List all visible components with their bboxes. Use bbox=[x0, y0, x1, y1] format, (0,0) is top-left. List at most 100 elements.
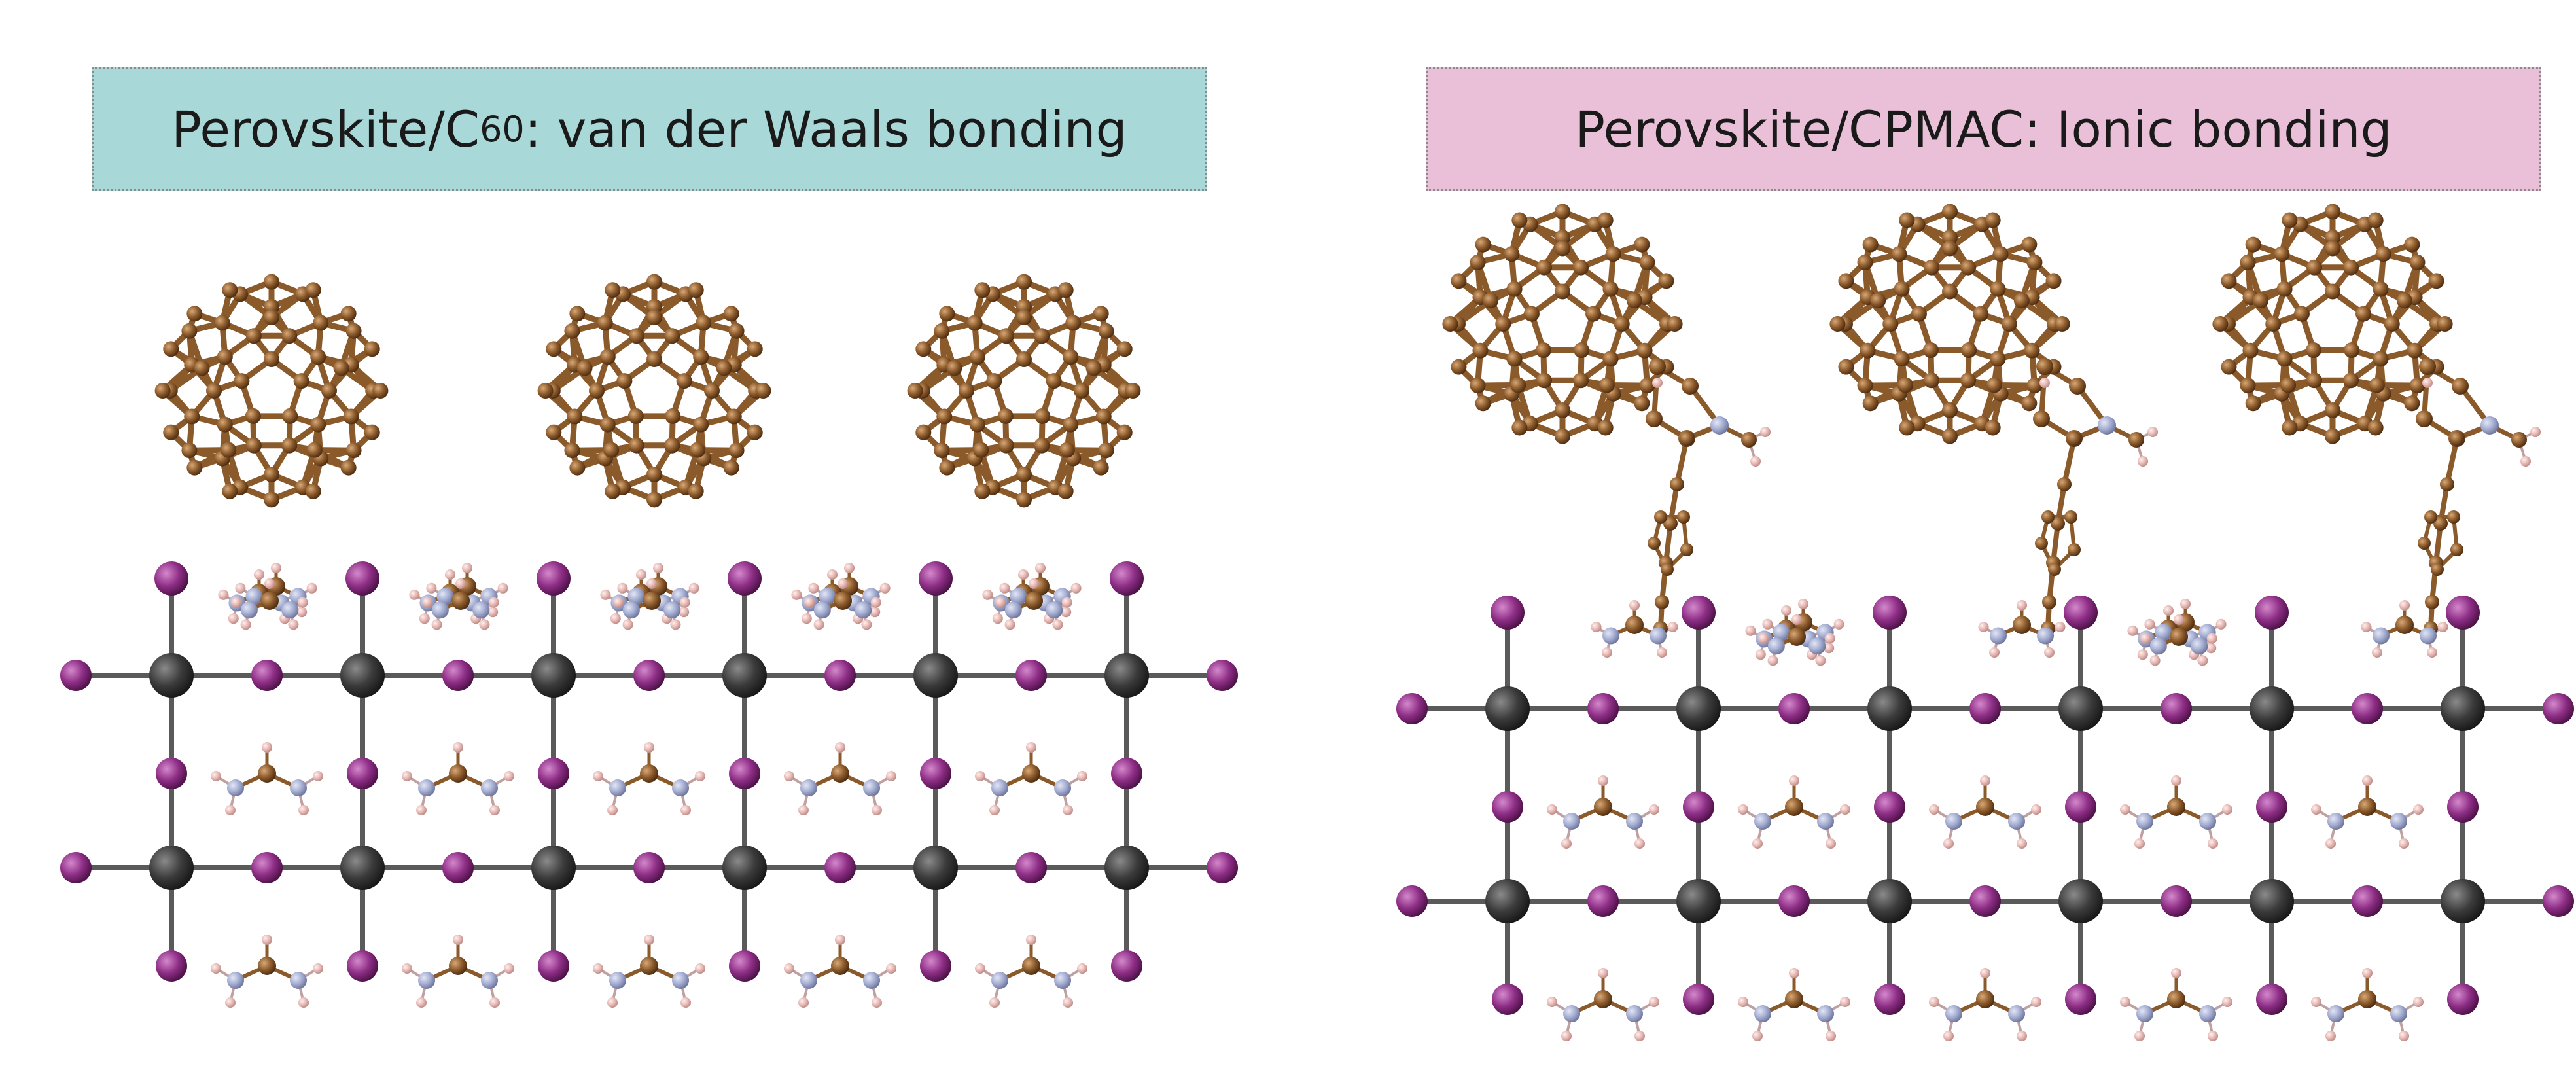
right-perovskite-cation-hydrogen-atom bbox=[2031, 804, 2041, 815]
right-perovskite-cation-hydrogen-atom bbox=[1634, 1031, 1645, 1041]
right-surface-cation-hydrogen-atom bbox=[2197, 655, 2208, 666]
right-cpmac-molecule-3-carbon-atom bbox=[2280, 377, 2297, 393]
right-cpmac-molecule-1-carbon-atom bbox=[1442, 316, 1458, 332]
right-perovskite-cation-hydrogen-atom bbox=[2413, 804, 2424, 815]
left-surface-cation-nitrogen-atom bbox=[627, 588, 645, 605]
right-cpmac-molecule-3-carbon-atom bbox=[2221, 273, 2237, 289]
left-c60-molecule-1-carbon-atom bbox=[245, 328, 262, 344]
right-perovskite-cation-hydrogen-atom bbox=[2362, 775, 2373, 786]
left-c60-molecule-2-carbon-atom bbox=[537, 383, 554, 399]
right-cpmac-molecule-2-carbon-atom bbox=[1882, 316, 1899, 332]
left-surface-cation-hydrogen-atom bbox=[288, 619, 299, 630]
left-c60-molecule-3-carbon-atom bbox=[1034, 437, 1050, 454]
right-surface-cation-nitrogen-atom bbox=[2155, 624, 2172, 641]
left-surface-cation-hydrogen-atom bbox=[479, 619, 490, 630]
right-cpmac-molecule-3-carbon-atom bbox=[2425, 595, 2439, 609]
right-perovskite-lead-atom bbox=[1485, 686, 1530, 731]
left-c60-molecule-3-carbon-atom bbox=[915, 424, 932, 440]
right-cpmac-molecule-1-carbon-atom bbox=[1472, 342, 1489, 359]
left-perovskite-cation-hydrogen-atom bbox=[225, 997, 236, 1008]
right-surface-cation-hydrogen-atom bbox=[2206, 643, 2217, 654]
right-cpmac-molecule-2-anchor-hydrogen-atom bbox=[2055, 622, 2066, 632]
left-perovskite-cation-hydrogen-atom bbox=[886, 771, 896, 781]
right-perovskite-iodine-atom bbox=[1969, 693, 2001, 724]
right-cpmac-molecule-3-carbon-atom bbox=[2369, 377, 2385, 393]
right-surface-cation-hydrogen-atom bbox=[1791, 614, 1802, 625]
left-perovskite-cation-hydrogen-atom bbox=[504, 963, 514, 974]
right-perovskite-lead-atom bbox=[2441, 879, 2485, 923]
right-cpmac-molecule-3-carbon-atom bbox=[2440, 477, 2454, 491]
left-c60-molecule-2-carbon-atom bbox=[693, 349, 709, 365]
left-c60-molecule-3-carbon-atom bbox=[1093, 459, 1109, 476]
right-perovskite-iodine-atom bbox=[1873, 596, 1907, 630]
right-cpmac-molecule-3-carbon-atom bbox=[2404, 236, 2420, 253]
right-perovskite-cation-nitrogen-atom bbox=[2008, 813, 2025, 830]
right-perovskite-cation-hydrogen-atom bbox=[1789, 775, 1799, 786]
left-perovskite-iodine-atom bbox=[1015, 852, 1047, 883]
right-cpmac-molecule-3-carbon-atom bbox=[2343, 372, 2359, 389]
right-cpmac-molecule-3-carbon-atom bbox=[2245, 395, 2261, 412]
right-cpmac-molecule-1-carbon-atom bbox=[1602, 281, 1619, 297]
left-surface-cation-hydrogen-atom bbox=[801, 613, 812, 624]
right-cpmac-molecule-1-hydrogen-atom bbox=[1652, 378, 1663, 388]
left-c60-molecule-2-carbon-atom bbox=[603, 442, 620, 458]
left-perovskite-cation-hydrogen-atom bbox=[784, 963, 794, 974]
right-cpmac-molecule-3-carbon-atom bbox=[2276, 351, 2293, 367]
left-surface-cation-carbon-atom bbox=[643, 592, 661, 610]
right-cpmac-molecule-3-carbon-atom bbox=[2409, 254, 2426, 270]
left-c60-molecule-2-carbon-atom bbox=[747, 424, 763, 440]
right-surface-cation-hydrogen-atom bbox=[1798, 599, 1808, 609]
left-c60-molecule-1-carbon-atom bbox=[293, 373, 309, 389]
right-cpmac-molecule-2-carbon-atom bbox=[1942, 428, 1958, 444]
left-perovskite-cation-carbon-atom bbox=[449, 957, 467, 975]
right-cpmac-molecule-1-anchor-carbon-atom bbox=[1625, 616, 1644, 634]
left-c60-molecule-3-carbon-atom bbox=[934, 323, 950, 339]
right-surface-cation-hydrogen-atom bbox=[2206, 633, 2217, 644]
left-perovskite-lead-atom bbox=[149, 653, 194, 698]
right-cpmac-molecule-2-carbon-atom bbox=[2035, 537, 2048, 550]
right-cpmac-molecule-2-carbon-atom bbox=[1899, 419, 1915, 436]
left-c60-molecule-2-carbon-atom bbox=[696, 315, 712, 331]
left-perovskite-iodine-atom bbox=[920, 758, 951, 789]
right-cpmac-molecule-3-hydrogen-atom bbox=[2422, 378, 2433, 388]
left-perovskite-cation-hydrogen-atom bbox=[262, 934, 272, 945]
left-c60-molecule-1-carbon-atom bbox=[281, 437, 298, 454]
right-perovskite-cation-nitrogen-atom bbox=[1945, 813, 1962, 830]
right-perovskite-iodine-atom bbox=[1778, 693, 1810, 724]
right-cpmac-molecule-2-carbon-atom bbox=[1857, 254, 1873, 270]
right-cpmac-molecule-2-carbon-atom bbox=[2068, 543, 2081, 556]
right-cpmac-molecule-1-carbon-atom bbox=[1511, 419, 1528, 436]
right-cpmac-molecule-3-carbon-atom bbox=[2245, 236, 2261, 253]
left-c60-molecule-3-carbon-atom bbox=[997, 408, 1014, 424]
right-perovskite-iodine-atom bbox=[1396, 885, 1428, 917]
left-perovskite-cation-hydrogen-atom bbox=[680, 805, 691, 815]
left-perovskite-cation-hydrogen-atom bbox=[989, 805, 1000, 815]
right-perovskite-iodine-atom bbox=[2065, 791, 2096, 823]
right-cpmac-molecule-3-carbon-atom bbox=[2242, 342, 2259, 359]
left-perovskite-iodine-atom bbox=[633, 852, 665, 883]
left-perovskite-iodine-atom bbox=[919, 561, 953, 596]
left-perovskite-cation-hydrogen-atom bbox=[784, 771, 794, 781]
right-perovskite-iodine-atom bbox=[2447, 984, 2479, 1015]
right-perovskite-iodine-atom bbox=[1492, 984, 1523, 1015]
right-cpmac-molecule-2-carbon-atom bbox=[1942, 204, 1958, 220]
left-c60-molecule-1-carbon-atom bbox=[305, 282, 321, 298]
left-c60-molecule-2-carbon-atom bbox=[599, 416, 616, 433]
right-cpmac-molecule-3-carbon-atom bbox=[2416, 410, 2433, 427]
left-surface-cation-nitrogen-atom bbox=[622, 601, 640, 619]
right-panel-title: Perovskite/CPMAC: Ionic bonding bbox=[1426, 67, 2541, 191]
right-perovskite-cation-carbon-atom bbox=[2358, 990, 2376, 1008]
right-surface-cation-hydrogen-atom bbox=[1815, 655, 1826, 666]
right-perovskite-cation-hydrogen-atom bbox=[1561, 838, 1572, 849]
left-perovskite-cation-nitrogen-atom bbox=[863, 779, 880, 796]
atom-layer bbox=[60, 204, 2574, 1041]
left-perovskite-cation-nitrogen-atom bbox=[227, 779, 244, 796]
right-cpmac-molecule-2-carbon-atom bbox=[1923, 259, 1939, 276]
left-surface-cation-hydrogen-atom bbox=[231, 597, 242, 608]
right-cpmac-molecule-1-carbon-atom bbox=[1555, 230, 1570, 245]
left-surface-cation-hydrogen-atom bbox=[296, 607, 308, 618]
left-c60-molecule-3-carbon-atom bbox=[974, 282, 991, 298]
left-c60-molecule-1-carbon-atom bbox=[186, 306, 203, 322]
